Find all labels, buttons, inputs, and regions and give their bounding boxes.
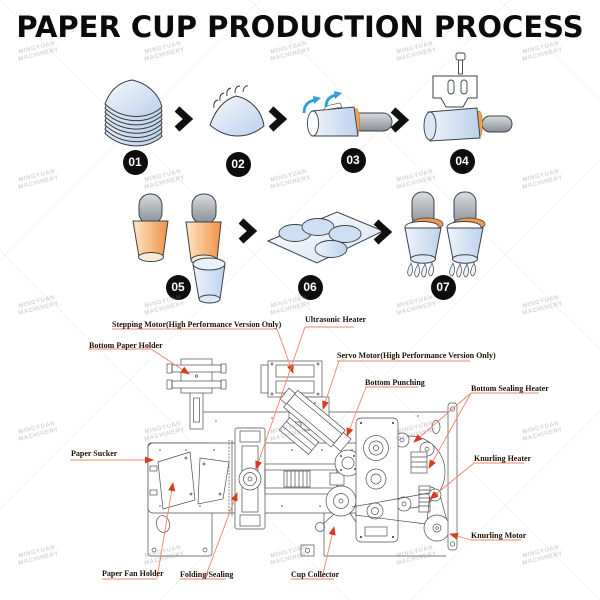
knurled-cup xyxy=(446,191,486,278)
chevron-right-icon xyxy=(268,106,288,132)
chevron-right-icon xyxy=(238,218,258,244)
leader-lines xyxy=(70,326,539,580)
step-05-illustration xyxy=(132,193,226,304)
step-badge-05: 05 xyxy=(165,274,191,300)
label-cup-collector: Cup Collector xyxy=(291,570,340,579)
step-04-illustration xyxy=(423,52,513,142)
step-07-illustration xyxy=(404,191,486,278)
step-badge-02: 02 xyxy=(225,151,251,177)
step-badge-03: 03 xyxy=(340,147,366,173)
right-plate-part xyxy=(355,417,399,543)
step-01-illustration xyxy=(104,79,163,147)
bottom-punching-unit xyxy=(279,387,352,452)
step-badge-06: 06 xyxy=(297,274,323,300)
bottom-paper-holder-part xyxy=(166,358,227,430)
step-badge-07: 07 xyxy=(430,274,456,300)
bottom-sealing-heater-part xyxy=(410,451,428,474)
label-knurling-motor: Knurling Motor xyxy=(471,531,527,540)
label-bottom-sealing-heater: Bottom Sealing Heater xyxy=(471,384,549,393)
label-bottom-paper-holder: Bottom Paper Holder xyxy=(89,341,163,350)
chevron-right-icon xyxy=(373,219,393,245)
step-06-illustration xyxy=(266,211,385,264)
knurled-cup xyxy=(404,191,444,278)
chevron-right-icon xyxy=(390,107,410,133)
sealing-arm-part xyxy=(264,463,345,495)
label-folding-sealing: Folding/Sealing xyxy=(180,570,234,579)
paper-sucker-part xyxy=(149,451,230,510)
folding-unit-part xyxy=(234,427,266,530)
machine-diagram xyxy=(147,358,458,557)
page-title: PAPER CUP PRODUCTION PROCESS xyxy=(16,10,584,44)
step-badge-01: 01 xyxy=(122,149,148,175)
label-ultrasonic-heater: Ultrasonic Heater xyxy=(305,315,367,324)
chevron-icons xyxy=(174,106,410,245)
label-paper-fan-holder: Paper Fan Holder xyxy=(102,569,164,578)
label-bottom-punching: Bottom Punching xyxy=(365,378,425,387)
servo-motor-unit xyxy=(278,417,320,455)
label-knurling-heater: Knurling Heater xyxy=(474,454,532,463)
step-03-illustration xyxy=(302,91,393,137)
chevron-right-icon xyxy=(174,106,194,132)
cup-collector-part xyxy=(300,485,446,557)
step-02-illustration xyxy=(209,85,265,137)
step-badge-04: 04 xyxy=(449,148,475,174)
roll-direction-arrow-icon xyxy=(302,93,337,114)
label-servo-motor: Servo Motor(High Performance Version Onl… xyxy=(337,351,496,360)
label-stepping-motor: Stepping Motor(High Performance Version … xyxy=(112,320,282,329)
label-paper-sucker: Paper Sucker xyxy=(71,449,118,458)
